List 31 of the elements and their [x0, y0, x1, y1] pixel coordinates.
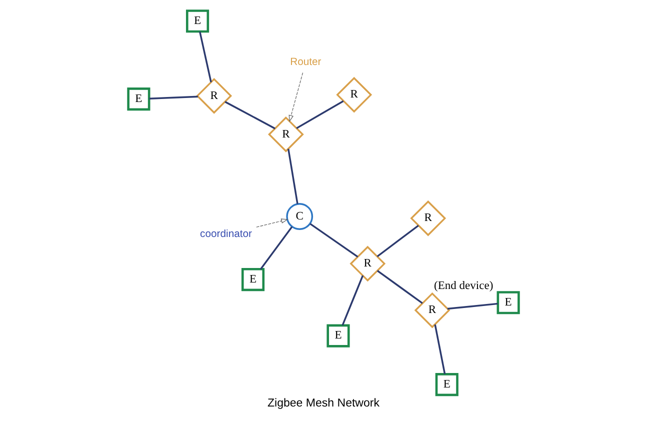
node-diamond: R [196, 78, 232, 114]
connector [376, 224, 419, 258]
node-circle: C [286, 203, 314, 230]
node-box: E [496, 291, 520, 314]
node-box: E [241, 268, 265, 292]
node-diamond: R [410, 200, 446, 236]
arrow [288, 72, 304, 122]
node-box: E [186, 10, 210, 33]
connector [296, 100, 344, 129]
connector [224, 101, 276, 130]
node-text: coordinator [200, 229, 252, 240]
node-diamond: R [414, 292, 450, 328]
node-diamond: R [268, 116, 304, 152]
connector [376, 270, 423, 304]
connector [342, 275, 364, 326]
connector [149, 96, 198, 100]
connector [199, 31, 212, 82]
node-box: E [435, 373, 458, 396]
node-box: E [127, 88, 150, 111]
node-box: E [326, 324, 350, 348]
node-diamond: R [350, 246, 386, 282]
connector [447, 302, 498, 310]
node-label: (End device) [434, 280, 494, 292]
diagram-title: Zigbee Mesh Network [267, 397, 380, 410]
node-diamond: R [336, 76, 372, 113]
connector [260, 226, 293, 270]
arrow [256, 218, 288, 228]
connector [287, 148, 298, 204]
connector [434, 324, 446, 374]
node-text: Router [290, 56, 322, 68]
connector [310, 223, 358, 258]
